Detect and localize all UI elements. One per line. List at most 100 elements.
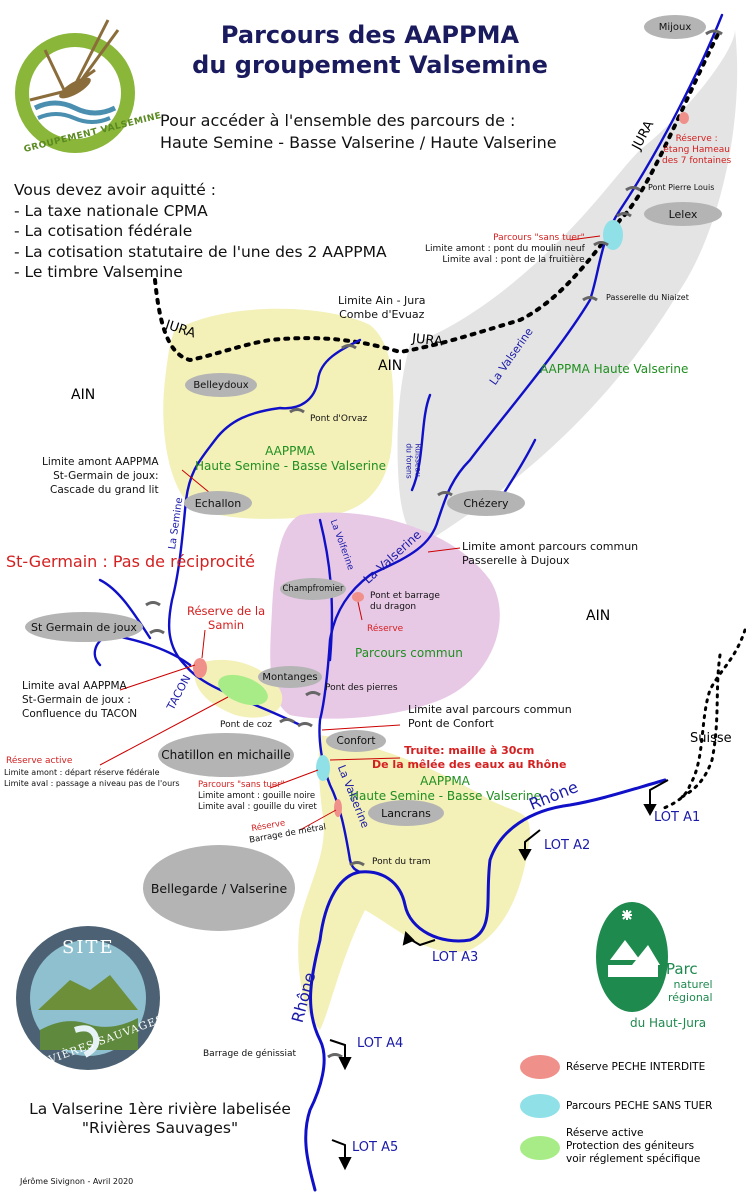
label-line: étang Hameau bbox=[663, 145, 730, 155]
label-line: Confluence du TACON bbox=[22, 708, 138, 720]
town-chezery: Chézery bbox=[447, 490, 525, 516]
bridge-niaizet bbox=[582, 296, 598, 302]
subtitle-line2: Haute Semine - Basse Valserine / Haute V… bbox=[160, 133, 557, 152]
label-pont-des-pierres: Pont des pierres bbox=[325, 683, 398, 693]
lot-a5: LOT A5 bbox=[352, 1140, 399, 1155]
label-line: Samin bbox=[208, 618, 245, 632]
label-line: Limite amont AAPPMA bbox=[42, 456, 159, 468]
label-pont-orvaz: Pont d'Orvaz bbox=[310, 414, 368, 424]
label-barrage-genissiat: Barrage de génissiat bbox=[203, 1049, 297, 1059]
zone-label-line: Haute Semine - Basse Valserine bbox=[195, 459, 386, 473]
label-line: Limite aval AAPPMA bbox=[22, 680, 127, 692]
parc-haut-jura-logo bbox=[596, 902, 668, 1012]
legend-sans-tuer: Parcours PECHE SANS TUER bbox=[566, 1100, 713, 1112]
label-line: du dragon bbox=[370, 602, 417, 612]
footer-label: La Valserine 1ère rivière labelisée "Riv… bbox=[5, 1100, 315, 1138]
bridge-lelex-1 bbox=[616, 212, 632, 218]
river-confluence bbox=[348, 858, 362, 874]
zone-label-lower: AAPPMA Haute Semine - Basse Valserine bbox=[350, 774, 541, 804]
label-line: Limite Ain - Jura bbox=[338, 294, 426, 307]
lot-a1: LOT A1 bbox=[654, 810, 701, 825]
legend-swatch-interdite bbox=[520, 1055, 560, 1079]
town-confort: Confort bbox=[326, 730, 386, 752]
bridge-pierres bbox=[305, 691, 321, 697]
label-line: Réserve active bbox=[6, 756, 73, 766]
label-limite-ain-jura: Limite Ain - Jura Combe d'Evuaz bbox=[338, 294, 426, 322]
bridge-orvaz bbox=[289, 408, 305, 414]
legend-line: Protection des géniteurs bbox=[566, 1140, 695, 1152]
town-bellegarde: Bellegarde / Valserine bbox=[143, 845, 295, 931]
sans-tuer-low-marker bbox=[316, 755, 330, 781]
label-limite-amont-aappma: Limite amont AAPPMA St-Germain de joux: … bbox=[42, 455, 159, 497]
town-chatillon: Chatillon en michaille bbox=[158, 733, 294, 777]
jura-border bbox=[153, 28, 722, 363]
label-limite-amont-commun: Limite amont parcours commun Passerelle … bbox=[462, 540, 638, 568]
bridge-pont-pierre-louis bbox=[625, 186, 641, 192]
label-reserve-samin: Réserve de la Samin bbox=[187, 604, 265, 632]
park-line: Parc bbox=[666, 960, 698, 978]
label-line: Limite amont parcours commun bbox=[462, 540, 639, 553]
river-semine bbox=[167, 338, 362, 727]
label-pont-pierre-louis: Pont Pierre Louis bbox=[648, 183, 715, 192]
region-ain-right: AIN bbox=[586, 608, 611, 624]
label-sans-tuer-top: Parcours "sans tuer" Limite amont : pont… bbox=[425, 233, 585, 266]
zone-label-haute-valserine: AAPPMA Haute Valserine bbox=[540, 362, 689, 376]
label-line: Limite aval : gouille du viret bbox=[198, 802, 317, 812]
river-tacon-branch bbox=[98, 578, 152, 640]
label-reserve-hameau: Réserve : étang Hameau des 7 fontaines bbox=[662, 134, 731, 167]
region-ain-mid: AIN bbox=[378, 358, 403, 374]
bridge-confort bbox=[297, 722, 313, 728]
town-montanges: Montanges bbox=[258, 666, 322, 688]
requirement-item: - La cotisation fédérale bbox=[14, 222, 193, 240]
reserve-active-marker bbox=[218, 674, 268, 706]
bridge-semine-2 bbox=[149, 629, 165, 635]
zone-label-haute-semine: AAPPMA Haute Semine - Basse Valserine bbox=[195, 444, 386, 474]
bridge-genissiat bbox=[327, 1053, 343, 1059]
label-passerelle-niaizet: Passerelle du Niaizet bbox=[606, 293, 689, 302]
zone-lower bbox=[298, 735, 530, 1030]
requirements-list: Vous devez avoir aquitté : - La taxe nat… bbox=[14, 180, 387, 283]
region-suisse: Suisse bbox=[690, 731, 732, 746]
zone-label-line: Haute Semine - Basse Valserine bbox=[350, 789, 541, 803]
subtitle-line1: Pour accéder à l'ensemble des parcours d… bbox=[160, 111, 516, 130]
river-label-line: du forens bbox=[404, 443, 414, 479]
lot-a4: LOT A4 bbox=[357, 1036, 404, 1051]
label-line: Combe d'Evuaz bbox=[339, 308, 425, 321]
river-rhone bbox=[304, 778, 667, 1192]
zone-label-parcours-commun: Parcours commun bbox=[355, 646, 463, 660]
legend-interdite: Réserve PECHE INTERDITE bbox=[566, 1061, 706, 1073]
site-badge-top: SITE bbox=[62, 937, 115, 958]
label-limite-aval-aappma: Limite aval AAPPMA St-Germain de joux : … bbox=[22, 679, 137, 721]
legend-swatch-active bbox=[520, 1136, 560, 1160]
title-line1: Parcours des AAPPMA bbox=[220, 21, 520, 49]
label-line: Parcours "sans tuer" bbox=[198, 780, 285, 790]
bridge-tram bbox=[349, 861, 365, 867]
label-line: Passerelle à Dujoux bbox=[462, 554, 570, 567]
label-pont-du-tram: Pont du tram bbox=[372, 857, 431, 867]
label-line: Pont et barrage bbox=[370, 591, 440, 601]
town-lelex: Lelex bbox=[644, 202, 722, 226]
label-line: Truite: maille à 30cm bbox=[404, 744, 535, 757]
requirements-intro: Vous devez avoir aquitté : bbox=[14, 181, 216, 199]
bridge-evuaz bbox=[341, 344, 357, 350]
title-line2: du groupement Valsemine bbox=[192, 51, 548, 79]
label-reserve-dragon: Réserve bbox=[367, 624, 404, 634]
label-line: St-Germain de joux : bbox=[22, 694, 131, 706]
legend-active: Réserve active Protection des géniteurs … bbox=[566, 1127, 700, 1166]
label-line: Limite aval : passage a niveau pas de l'… bbox=[4, 779, 180, 788]
river-valserine bbox=[318, 13, 724, 862]
requirement-item: - La taxe nationale CPMA bbox=[14, 201, 208, 220]
region-ain-left: AIN bbox=[71, 387, 96, 403]
footer-line: "Rivières Sauvages" bbox=[81, 1119, 239, 1137]
park-line: naturel bbox=[673, 978, 713, 991]
river-label-forens: Ruisseau du forens bbox=[405, 443, 423, 478]
town-champfromier: Champfromier bbox=[280, 578, 346, 600]
park-text-lines: naturel régional bbox=[668, 978, 713, 1004]
town-st-germain: St Germain de joux bbox=[25, 612, 143, 642]
label-line: Parcours "sans tuer" bbox=[493, 233, 585, 243]
bridge-chezery bbox=[437, 491, 453, 497]
lot-arrows bbox=[329, 779, 669, 1171]
valsemine-logo bbox=[15, 19, 135, 153]
park-line: régional bbox=[668, 991, 713, 1004]
label-truite-maille: Truite: maille à 30cm De la mêlée des ea… bbox=[372, 744, 566, 772]
